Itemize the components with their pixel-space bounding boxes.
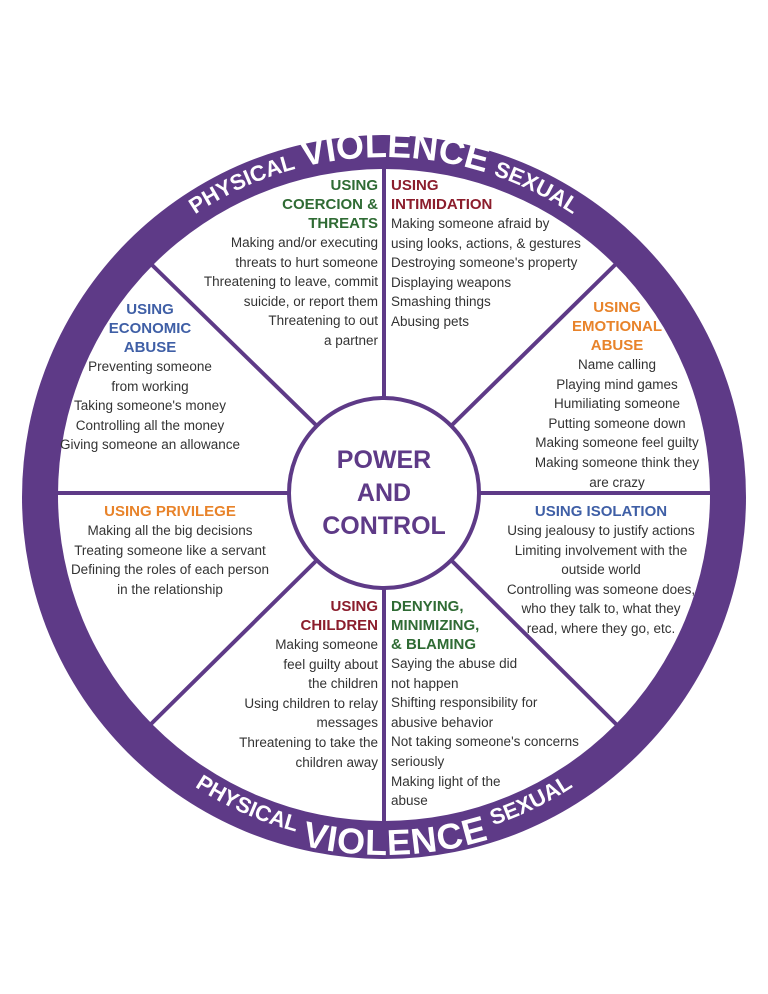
section-item: using looks, actions, & gestures — [391, 235, 581, 251]
section-item: Smashing things — [391, 294, 491, 310]
section-denying-minimizing-blaming: DENYING, MINIMIZING, & BLAMING Saying the a… — [391, 597, 579, 811]
section-economic-abuse: USING ECONOMIC ABUSE Preventing someone from… — [50, 300, 250, 455]
spoke-lower-left — [148, 558, 319, 727]
section-coercion-threats: USING COERCION & THREATS Making and/or exec… — [204, 176, 378, 351]
spoke-upper-left — [148, 261, 319, 428]
section-title: USING — [126, 301, 174, 318]
section-item: Making someone — [275, 637, 378, 652]
section-item: read, where they go, etc. — [526, 620, 676, 636]
section-title: ABUSE — [590, 337, 644, 354]
section-item: Destroying someone's property — [391, 255, 578, 271]
section-title: USING PRIVILEGE — [104, 503, 236, 520]
spoke-lower-right — [449, 558, 622, 730]
section-title: & BLAMING — [391, 636, 476, 653]
section-item: abusive behavior — [391, 714, 494, 730]
section-item: Threatening to take the — [239, 734, 378, 750]
section-item: Threatening to leave, commit — [203, 274, 378, 290]
hub-line: POWER — [336, 445, 432, 474]
section-title: USING ISOLATION — [534, 503, 668, 520]
section-item: Not taking someone's concerns — [391, 734, 579, 750]
section-item: Defining the roles of each person — [70, 562, 270, 578]
section-item: outside world — [561, 562, 641, 578]
section-item: not happen — [391, 675, 459, 691]
section-privilege: USING PRIVILEGE Making all the big decisi… — [50, 502, 290, 599]
section-item: Giving someone an allowance — [59, 437, 241, 453]
section-title: USING — [330, 598, 378, 615]
section-title: INTIMIDATION — [391, 196, 493, 213]
section-title: ABUSE — [123, 339, 177, 356]
section-item: Controlling all the money — [75, 417, 225, 433]
section-intimidation: USING INTIMIDATION Making someone afraid b… — [391, 176, 581, 332]
section-item: Making someone think they — [534, 454, 700, 470]
section-title: USING — [330, 177, 378, 194]
section-item: in the relationship — [117, 581, 223, 597]
section-title: COERCION & — [282, 196, 378, 213]
spokes — [58, 169, 710, 821]
section-item: Abusing pets — [391, 313, 470, 329]
section-item: Using jealousy to justify actions — [507, 523, 695, 538]
section-item: Putting someone down — [548, 415, 686, 431]
section-item: Making all the big decisions — [87, 523, 253, 538]
section-item: who they talk to, what they — [521, 601, 681, 617]
section-item: Playing mind games — [556, 376, 678, 392]
section-item: Preventing someone — [88, 359, 212, 374]
section-item: Treating someone like a servant — [74, 542, 266, 558]
section-item: Making someone feel guilty — [535, 435, 699, 451]
hub-circle — [287, 396, 481, 590]
section-title: THREATS — [308, 215, 378, 232]
section-title: MINIMIZING, — [391, 617, 480, 634]
section-title: EMOTIONAL — [572, 318, 662, 335]
section-title: DENYING, — [391, 598, 464, 615]
section-item: the children — [308, 676, 378, 692]
section-item: Humiliating someone — [553, 396, 681, 412]
section-title: USING — [391, 177, 439, 194]
section-item: are crazy — [589, 474, 645, 490]
section-item: a partner — [323, 332, 378, 348]
hub-line: AND — [356, 478, 412, 507]
section-item: Threatening to out — [268, 313, 378, 329]
section-children: USING CHILDREN Making someone feel guilty a… — [239, 597, 378, 772]
section-title: USING — [593, 299, 641, 316]
section-item: seriously — [391, 753, 445, 769]
power-and-control-hub: POWER AND CONTROL — [289, 398, 479, 588]
section-item: Displaying weapons — [391, 274, 512, 290]
section-item: Making light of the — [391, 773, 501, 789]
section-item: children away — [295, 754, 378, 770]
section-item: abuse — [391, 793, 428, 809]
section-item: Making and/or executing — [230, 235, 378, 250]
section-item: Controlling was someone does, — [506, 581, 696, 597]
section-item: feel guilty about — [283, 656, 378, 672]
section-item: Making someone afraid by — [391, 216, 550, 231]
section-item: Taking someone's money — [74, 398, 226, 414]
section-item: suicide, or report them — [243, 293, 378, 309]
hub-line: CONTROL — [322, 511, 446, 540]
section-item: Limiting involvement with the — [514, 542, 688, 558]
section-item: Using children to relay — [244, 695, 378, 711]
section-item: Saying the abuse did — [391, 656, 518, 671]
section-item: from working — [111, 378, 189, 394]
section-title: CHILDREN — [300, 617, 379, 634]
section-item: Shifting responsibility for — [391, 695, 538, 711]
section-title: ECONOMIC — [108, 320, 192, 337]
section-item: threats to hurt someone — [235, 254, 378, 270]
section-item: messages — [316, 715, 378, 731]
section-item: Name calling — [577, 357, 657, 372]
spoke-upper-right — [449, 258, 622, 428]
section-isolation: USING ISOLATION Using jealousy to justify… — [488, 502, 714, 639]
